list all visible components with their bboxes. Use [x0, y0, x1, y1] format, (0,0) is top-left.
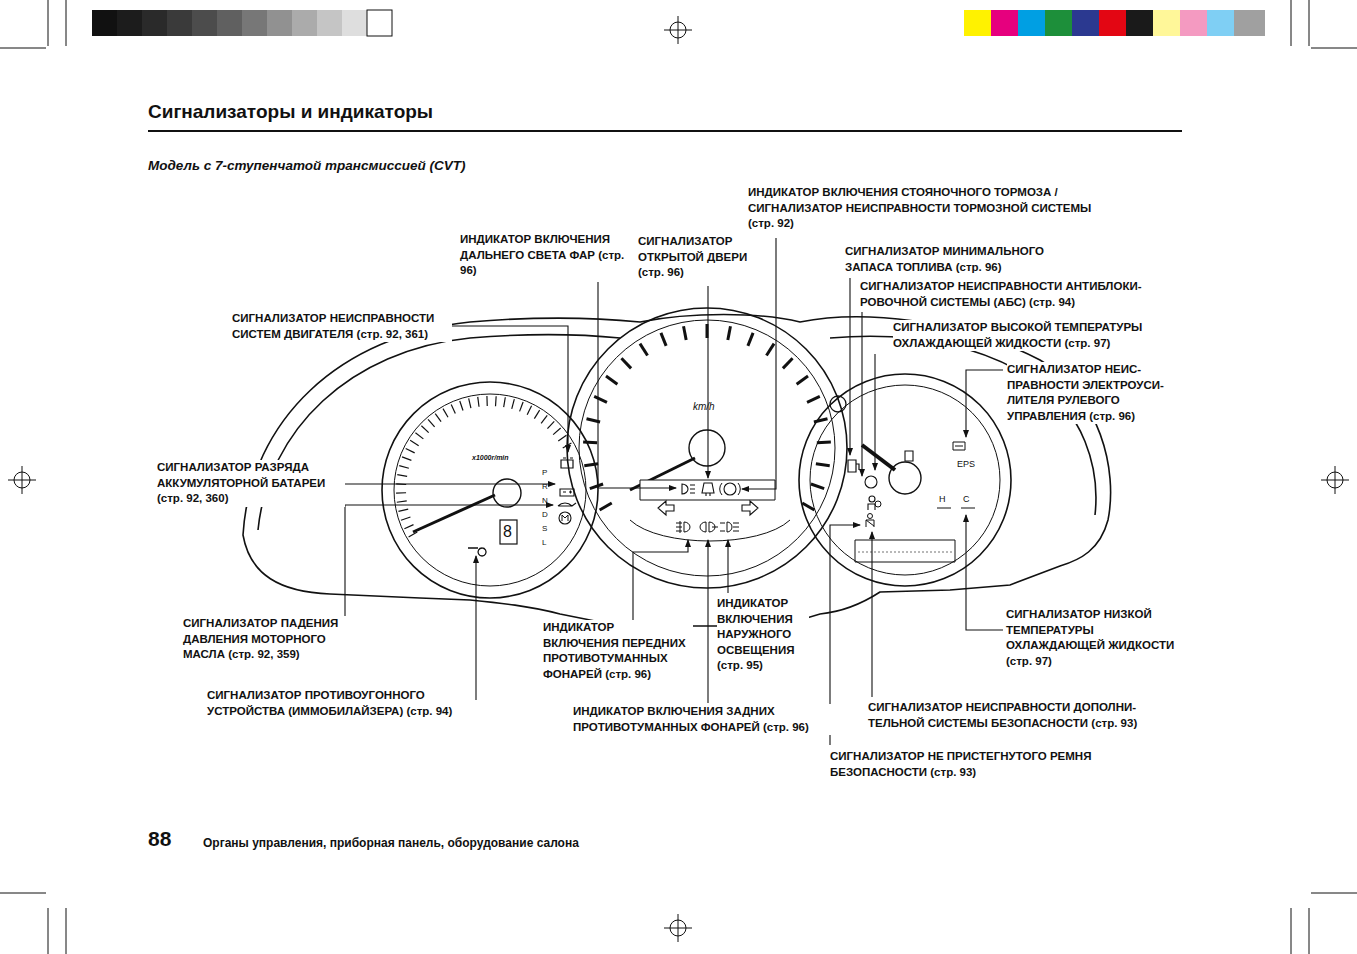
- gauge-tick: [728, 326, 731, 340]
- gauge-tick: [495, 396, 497, 406]
- callout-label: ИНДИКАТОР ВКЛЮЧЕНИЯ СТОЯНОЧНОГО ТОРМОЗА …: [748, 185, 1093, 232]
- gauge-tick: [396, 492, 406, 494]
- callout-label: СИГНАЛИЗАТОР НЕИСПРАВНОСТИ СИСТЕМ ДВИГАТ…: [232, 311, 452, 342]
- gauge-tick: [684, 326, 687, 340]
- gauge-tick: [816, 464, 830, 466]
- gauge-tick: [584, 464, 598, 466]
- gauge-tick: [406, 448, 415, 452]
- gauge-tick: [807, 396, 820, 402]
- gauge-tick: [640, 344, 648, 356]
- gauge-tick: [415, 433, 423, 439]
- gauge-tick: [398, 509, 408, 511]
- gauge-tick: [547, 421, 554, 428]
- subtitle: Модель с 7-ступенчатой трансмиссией (CVT…: [148, 157, 465, 174]
- instrument-housing: [243, 315, 1111, 627]
- callout-label: СИГНАЛИЗАТОР ВЫСОКОЙ ТЕМПЕРАТУРЫ ОХЛАЖДА…: [893, 320, 1178, 351]
- gear-letter: N: [542, 496, 548, 506]
- gauge-tick: [527, 406, 531, 415]
- callout-label: СИГНАЛИЗАТОР НИЗКОЙ ТЕМПЕРАТУРЫ ОХЛАЖДАЮ…: [1006, 607, 1178, 669]
- footer-text: Органы управления, приборная панель, обо…: [203, 836, 579, 851]
- gauge-tick: [397, 501, 407, 502]
- callout-label: СИГНАЛИЗАТОР НЕИС- ПРАВНОСТИ ЭЛЕКТРОУСИ-…: [1007, 362, 1185, 424]
- page-title: Сигнализаторы и индикаторы: [148, 100, 433, 124]
- gauge-tick: [478, 397, 479, 407]
- gauge-tick: [583, 441, 597, 445]
- gauge-tick: [811, 484, 824, 489]
- tachometer-unit: x1000r/min: [472, 453, 509, 462]
- gauge-tick: [469, 398, 471, 408]
- gauge-tick: [401, 517, 410, 520]
- callout-label: ИНДИКАТОР ВКЛЮЧЕНИЯ НАРУЖНОГО ОСВЕЩЕНИЯ …: [717, 596, 809, 674]
- callout-label: СИГНАЛИЗАТОР ОТКРЫТОЙ ДВЕРИ (стр. 96): [638, 234, 748, 281]
- gauge-tick: [460, 401, 463, 410]
- page-number: 88: [148, 826, 171, 852]
- callout-label: СИГНАЛИЗАТОР ПРОТИВОУГОННОГО УСТРОЙСТВА …: [207, 688, 475, 719]
- gear-letter: S: [542, 524, 547, 534]
- gear-letter: P: [542, 468, 547, 478]
- gauge-tick: [783, 358, 793, 368]
- callout-label: СИГНАЛИЗАТОР ПАДЕНИЯ ДАВЛЕНИЯ МОТОРНОГО …: [183, 616, 353, 663]
- gauge-tick: [486, 396, 488, 406]
- gauge-tick: [520, 402, 524, 411]
- gauge-tick: [600, 503, 612, 510]
- title-rule: [148, 130, 1182, 132]
- callout-label: СИГНАЛИЗАТОР НЕИСПРАВНОСТИ ДОПОЛНИ- ТЕЛЬ…: [868, 700, 1168, 731]
- gauge-tick: [541, 415, 547, 423]
- gauge-tick: [621, 358, 631, 368]
- gauge-mark: H: [939, 494, 946, 505]
- callout-label: СИГНАЛИЗАТОР МИНИМАЛЬНОГО ЗАПАСА ТОПЛИВА…: [845, 244, 1070, 275]
- gauge-tick: [399, 466, 409, 469]
- callout-label: СИГНАЛИЗАТОР РАЗРЯДА АККУМУЛЯТОРНОЙ БАТА…: [157, 460, 345, 507]
- speedometer-unit: km/h: [693, 400, 715, 413]
- callout-label: ИНДИКАТОР ВКЛЮЧЕНИЯ ДАЛЬНЕГО СВЕТА ФАР (…: [460, 232, 628, 279]
- callout-label: СИГНАЛИЗАТОР НЕ ПРИСТЕГНУТОГО РЕМНЯ БЕЗО…: [830, 749, 1125, 780]
- gauge-tick: [421, 426, 428, 433]
- gauge-tick: [435, 414, 441, 422]
- callout-label: СИГНАЛИЗАТОР НЕИСПРАВНОСТИ АНТИБЛОКИ- РО…: [860, 279, 1170, 310]
- fuel-temperature-gauge: [799, 374, 1011, 586]
- gauge-tick: [748, 333, 753, 346]
- gauge-tick: [553, 428, 561, 435]
- gauge-tick: [802, 503, 814, 510]
- gauge-tick: [451, 404, 455, 413]
- gauge-tick: [558, 435, 566, 441]
- gauge-tick: [443, 409, 448, 418]
- gauge-tick: [409, 532, 418, 537]
- gauge-tick: [797, 376, 808, 384]
- gauge-tick: [504, 397, 506, 407]
- callout-label: ИНДИКАТОР ВКЛЮЧЕНИЯ ЗАДНИХ ПРОТИВОТУМАНН…: [573, 704, 835, 735]
- gauge-tick: [404, 525, 413, 529]
- tachometer: [382, 382, 598, 598]
- gear-display: 8: [503, 522, 512, 542]
- gauge-tick: [606, 376, 617, 384]
- gear-letter: R: [542, 482, 548, 492]
- gear-letter: D: [542, 510, 548, 520]
- gauge-mark: C: [963, 494, 970, 505]
- gauge-tick: [512, 399, 515, 409]
- gauge-tick: [402, 457, 411, 461]
- gauge-tick: [534, 410, 539, 418]
- gear-letter: L: [542, 538, 546, 548]
- gauge-tick: [410, 440, 418, 445]
- gauge-tick: [428, 419, 435, 427]
- gauge-tick: [397, 475, 407, 477]
- gauge-tick: [661, 333, 666, 346]
- callout-label: ИНДИКАТОР ВКЛЮЧЕНИЯ ПЕРЕДНИХ ПРОТИВОТУМА…: [543, 620, 693, 682]
- gauge-tick: [817, 441, 831, 445]
- gauge-mark: EPS: [957, 459, 975, 470]
- gauge-tick: [594, 396, 607, 402]
- speedometer: [567, 308, 847, 588]
- gauge-tick: [766, 344, 774, 356]
